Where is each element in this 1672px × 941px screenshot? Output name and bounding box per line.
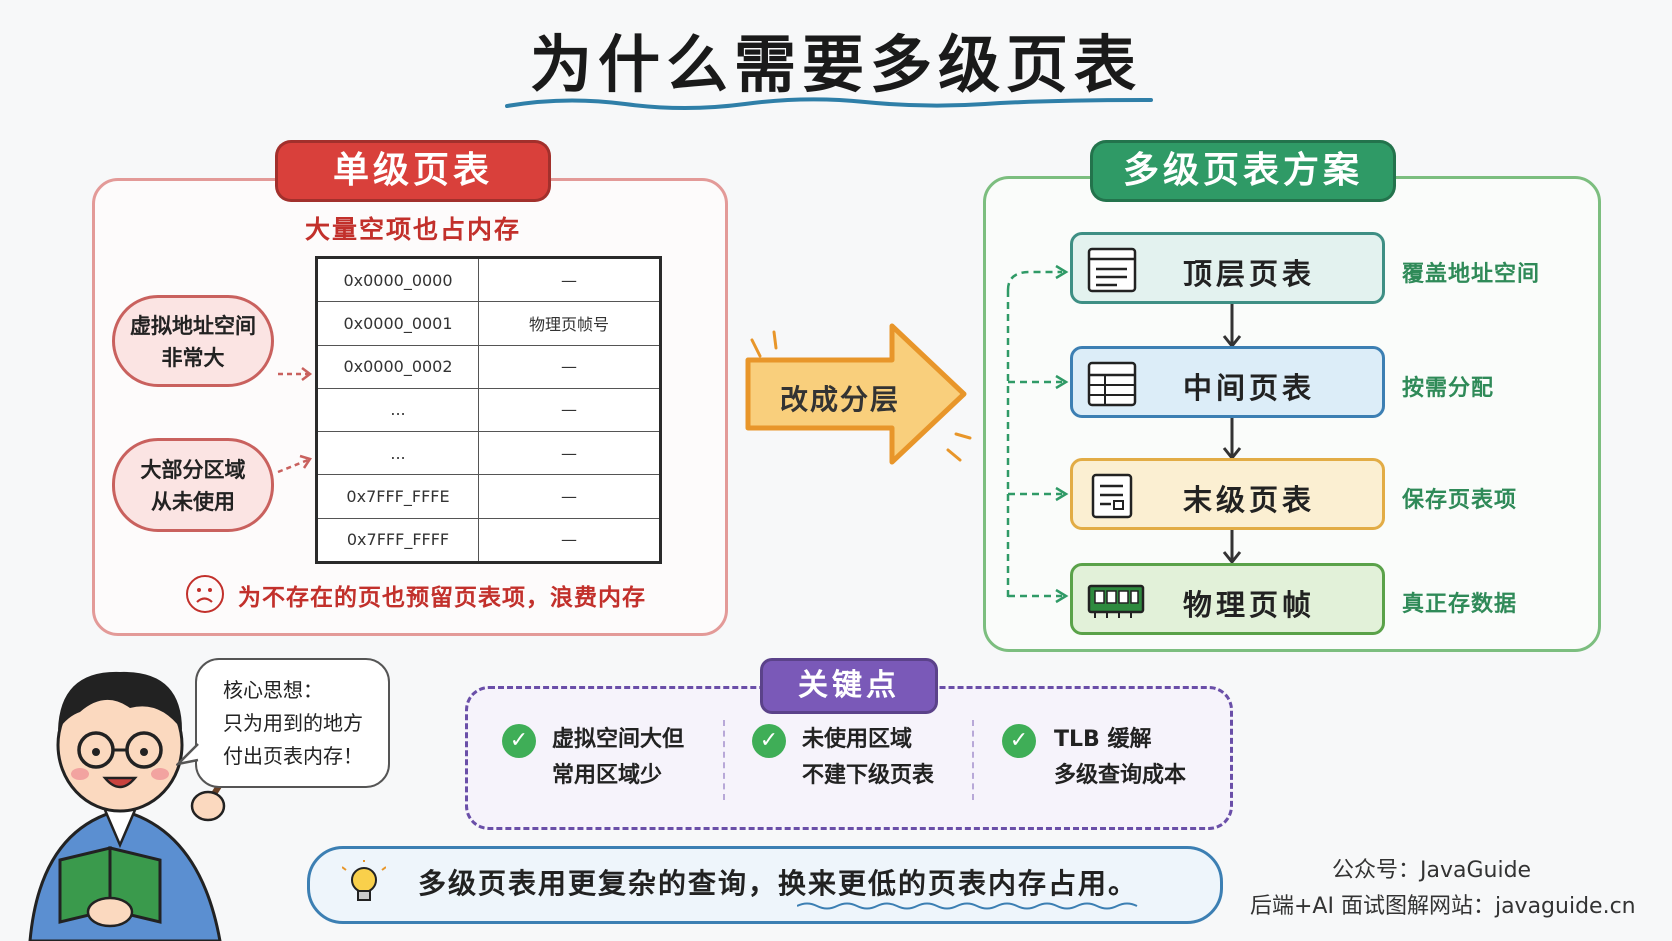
table-icon xyxy=(1087,361,1137,407)
level-physical-frame: 物理页帧 xyxy=(1070,563,1385,635)
table-row: 0x7FFF_FFFE— xyxy=(316,474,661,519)
summary-banner xyxy=(307,846,1223,924)
multi-level-badge: 多级页表方案 xyxy=(1090,140,1396,202)
table-cell-value: — xyxy=(478,431,661,476)
teacher-character-icon xyxy=(28,671,253,941)
table-cell-value: — xyxy=(478,474,661,519)
sad-face-icon xyxy=(186,575,224,613)
level-name: 物理页帧 xyxy=(1183,588,1316,622)
title-underline xyxy=(505,97,1153,110)
bubble-line: 只为用到的地方 xyxy=(223,711,363,735)
table-cell-address: ... xyxy=(316,387,479,433)
key-point-line: 多级查询成本 xyxy=(1054,763,1187,788)
key-point-line: TLB 缓解 xyxy=(1054,727,1152,752)
key-point-divider xyxy=(972,720,974,800)
table-cell-address: 0x0000_0002 xyxy=(316,344,479,389)
check-icon: ✓ xyxy=(752,724,786,758)
level-name: 中间页表 xyxy=(1183,371,1316,405)
document-icon xyxy=(1091,473,1133,519)
level-note: 按需分配 xyxy=(1402,376,1495,401)
table-row: 0x0000_0002— xyxy=(316,344,661,389)
cloud-line: 大部分区域 xyxy=(140,458,246,482)
cloud-unused-regions: 大部分区域 从未使用 xyxy=(112,438,274,532)
dashed-connector xyxy=(1006,264,1069,604)
level-last-page-table: 末级页表 xyxy=(1070,458,1385,530)
big-right-arrow-icon xyxy=(745,323,972,465)
single-level-subtitle: 大量空项也占内存 xyxy=(305,215,522,244)
level-note: 覆盖地址空间 xyxy=(1402,262,1541,287)
arrow-label: 改成分层 xyxy=(780,383,901,416)
cloud-large-address-space: 虚拟地址空间 非常大 xyxy=(112,295,274,387)
memory-chip-icon xyxy=(1087,584,1145,618)
cloud-line: 虚拟地址空间 xyxy=(130,314,256,338)
list-icon xyxy=(1087,247,1137,293)
key-point-item: 虚拟空间大但 常用区域少 xyxy=(552,722,684,794)
level-top-page-table: 顶层页表 xyxy=(1070,232,1385,304)
page-title: 为什么需要多级页表 xyxy=(529,28,1142,101)
wavy-underline xyxy=(797,902,1138,910)
table-cell-value: — xyxy=(478,344,661,389)
table-row: 0x0000_0000— xyxy=(316,256,661,303)
level-note: 保存页表项 xyxy=(1402,488,1518,513)
table-cell-value: — xyxy=(478,517,661,564)
credit-website: 后端+AI 面试图解网站：javaguide.cn xyxy=(1250,894,1636,919)
level-middle-page-table: 中间页表 xyxy=(1070,346,1385,418)
key-point-line: 常用区域少 xyxy=(552,763,663,788)
table-cell-address: 0x0000_0001 xyxy=(316,301,479,346)
waste-note: 为不存在的页也预留页表项，浪费内存 xyxy=(238,585,646,611)
single-level-badge: 单级页表 xyxy=(275,140,551,202)
table-cell-address: 0x0000_0000 xyxy=(316,256,479,303)
key-point-divider xyxy=(723,720,725,800)
table-cell-value: — xyxy=(478,387,661,433)
table-cell-address: 0x7FFF_FFFF xyxy=(316,517,479,564)
level-name: 顶层页表 xyxy=(1183,257,1316,291)
key-point-line: 虚拟空间大但 xyxy=(552,727,685,752)
lightbulb-icon xyxy=(342,860,386,901)
summary-text: 多级页表用更复杂的查询，换来更低的页表内存占用。 xyxy=(418,867,1139,900)
level-name: 末级页表 xyxy=(1183,483,1316,517)
key-point-item: 未使用区域 不建下级页表 xyxy=(802,722,934,794)
table-cell-address: ... xyxy=(316,431,479,476)
key-points-badge: 关键点 xyxy=(760,658,938,714)
key-point-line: 不建下级页表 xyxy=(802,763,935,788)
speech-bubble: 核心思想： 只为用到的地方 付出页表内存！ xyxy=(195,658,390,788)
table-cell-address: 0x7FFF_FFFE xyxy=(316,474,479,519)
cloud-line: 从未使用 xyxy=(151,490,235,514)
check-icon: ✓ xyxy=(502,724,536,758)
cloud-line: 非常大 xyxy=(161,346,225,370)
bubble-line: 核心思想： xyxy=(223,678,323,702)
table-row: ...— xyxy=(316,431,661,476)
table-cell-value: — xyxy=(478,256,661,303)
check-icon: ✓ xyxy=(1002,724,1036,758)
cloud-arrows xyxy=(277,367,313,474)
bubble-tail xyxy=(176,743,199,766)
credit-wechat: 公众号：JavaGuide xyxy=(1332,858,1532,883)
table-row: 0x7FFF_FFFF— xyxy=(316,517,661,564)
bubble-line: 付出页表内存！ xyxy=(223,744,363,768)
level-note: 真正存数据 xyxy=(1402,592,1518,617)
key-point-line: 未使用区域 xyxy=(802,727,913,752)
table-cell-value: 物理页帧号 xyxy=(478,301,661,346)
table-row: ...— xyxy=(316,387,661,433)
key-point-item: TLB 缓解 多级查询成本 xyxy=(1054,722,1186,794)
